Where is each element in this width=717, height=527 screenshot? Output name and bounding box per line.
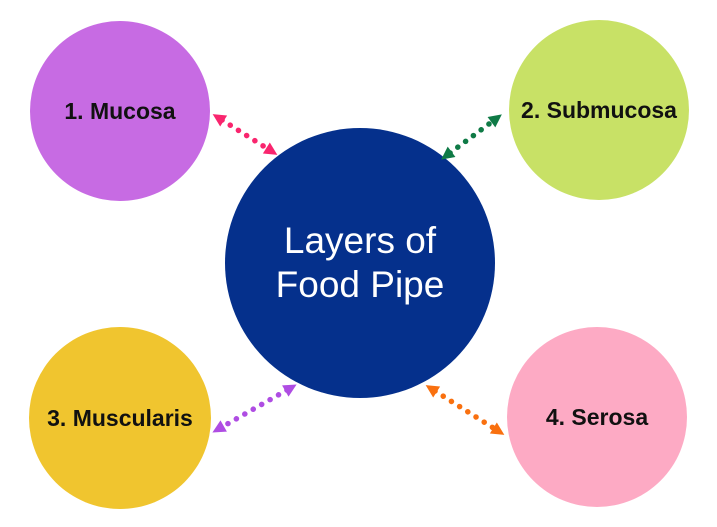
center-title-line1: Layers of: [283, 220, 437, 261]
connector-mucosa: [212, 114, 278, 155]
connector-muscularis: [212, 384, 297, 433]
node-serosa-label: 4. Serosa: [545, 403, 649, 430]
connector-submucosa: [441, 114, 502, 160]
node-mucosa: 1. Mucosa: [30, 21, 210, 201]
node-mucosa-label: 1. Mucosa: [64, 97, 176, 124]
node-muscularis: 3. Muscularis: [29, 327, 211, 509]
node-center: Layers of Food Pipe: [225, 128, 495, 398]
node-submucosa: 2. Submucosa: [509, 20, 689, 200]
node-serosa: 4. Serosa: [507, 327, 687, 507]
center-title: Layers of Food Pipe: [276, 219, 445, 307]
connector-serosa: [425, 385, 505, 435]
node-muscularis-label: 3. Muscularis: [47, 404, 193, 431]
center-title-line2: Food Pipe: [275, 264, 445, 305]
node-submucosa-label: 2. Submucosa: [521, 96, 677, 123]
